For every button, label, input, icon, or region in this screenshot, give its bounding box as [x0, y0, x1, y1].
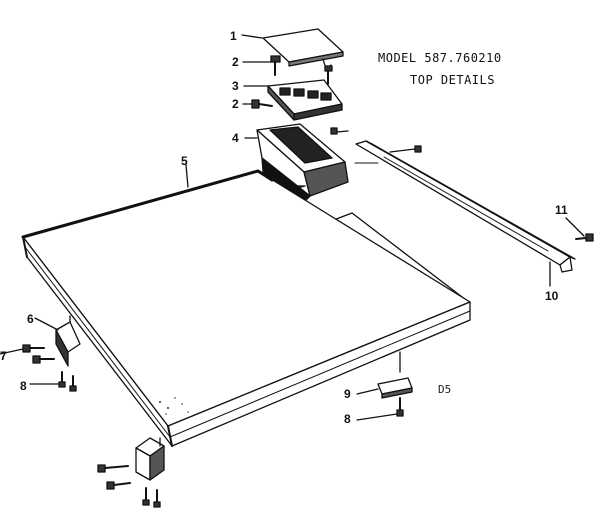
screw-part-upper	[243, 56, 280, 75]
callout-10: 10	[545, 289, 559, 303]
callout-8-right: 8	[344, 412, 351, 426]
diagram-code: D5	[438, 383, 452, 396]
trim-strip-part	[355, 141, 575, 286]
callout-1: 1	[230, 29, 237, 43]
callout-7: 7	[0, 349, 7, 363]
screw-part-lower	[243, 100, 272, 108]
callout-11: 11	[555, 203, 568, 217]
lower-hinge-bracket-part	[98, 438, 164, 507]
panel-specks	[159, 397, 189, 415]
switch-bracket-part	[244, 66, 342, 120]
callout-8-left: 8	[20, 379, 27, 393]
callout-6: 6	[27, 312, 34, 326]
top-panel-part	[23, 165, 470, 446]
callout-3: 3	[232, 79, 239, 93]
panel-cover-part	[242, 29, 343, 69]
left-hinge-bracket-part	[0, 316, 80, 391]
diagram-subtitle: TOP DETAILS	[410, 73, 495, 87]
hold-down-clip-part	[357, 352, 412, 420]
model-number-title: MODEL 587.760210	[378, 51, 502, 65]
callout-4: 4	[232, 131, 239, 145]
callout-5: 5	[181, 154, 188, 168]
console-housing-part	[245, 124, 348, 200]
callout-9: 9	[344, 387, 351, 401]
callout-2-upper: 2	[232, 55, 239, 69]
callout-2-lower: 2	[232, 97, 239, 111]
trim-screw-part	[566, 218, 593, 241]
